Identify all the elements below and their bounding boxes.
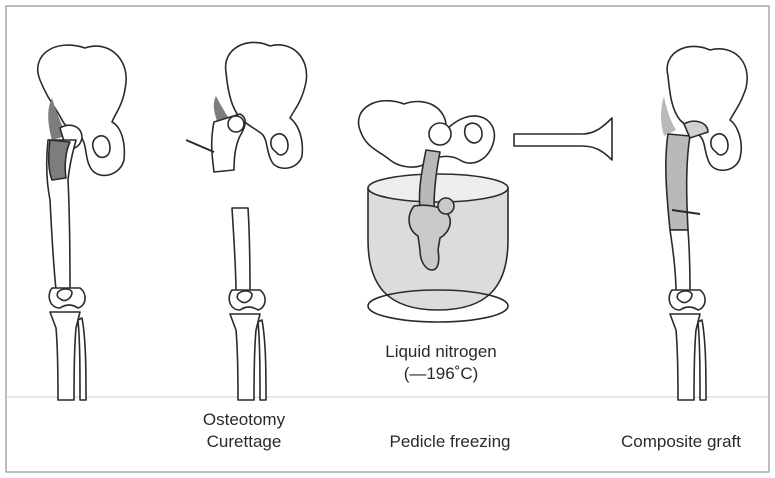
reimplanted-femur: [666, 134, 690, 230]
obturator-foramen: [93, 136, 110, 158]
femur-shaft: [232, 208, 250, 292]
fibula: [78, 318, 86, 400]
obturator-foramen: [465, 123, 482, 143]
femoral-head: [228, 116, 244, 132]
caption-liquid-nitrogen-line1: Liquid nitrogen: [366, 341, 516, 363]
patella: [237, 291, 252, 303]
acetabulum: [429, 123, 451, 145]
patella: [57, 289, 72, 301]
pelvis: [226, 42, 307, 168]
tibia: [670, 314, 700, 400]
tibia: [230, 314, 260, 400]
caption-osteotomy: Osteotomy Curettage: [184, 409, 304, 453]
tibia: [50, 312, 80, 400]
caption-osteotomy-line1: Osteotomy: [184, 409, 304, 431]
figure-composite-graft: [661, 46, 747, 400]
caption-composite-graft: Composite graft: [598, 431, 764, 453]
curettage-instrument: [186, 140, 214, 152]
prosthesis-body: [514, 118, 612, 160]
figure-osteotomy: [186, 42, 307, 400]
host-femur: [670, 230, 690, 292]
caption-liquid-nitrogen: Liquid nitrogen (—196˚C): [366, 341, 516, 385]
nitrogen-container-rim: [368, 174, 508, 202]
caption-osteotomy-line2: Curettage: [184, 431, 304, 453]
figure-preoperative-limb: [38, 45, 126, 400]
patella: [677, 291, 692, 303]
prosthesis-stem: [514, 118, 612, 160]
fibula: [258, 320, 266, 400]
femoral-head: [438, 198, 454, 214]
caption-pedicle-freezing: Pedicle freezing: [360, 431, 540, 453]
figure-pedicle-freezing: [359, 101, 508, 322]
fibula: [698, 320, 706, 400]
caption-liquid-nitrogen-temperature: (—196˚C): [366, 363, 516, 385]
